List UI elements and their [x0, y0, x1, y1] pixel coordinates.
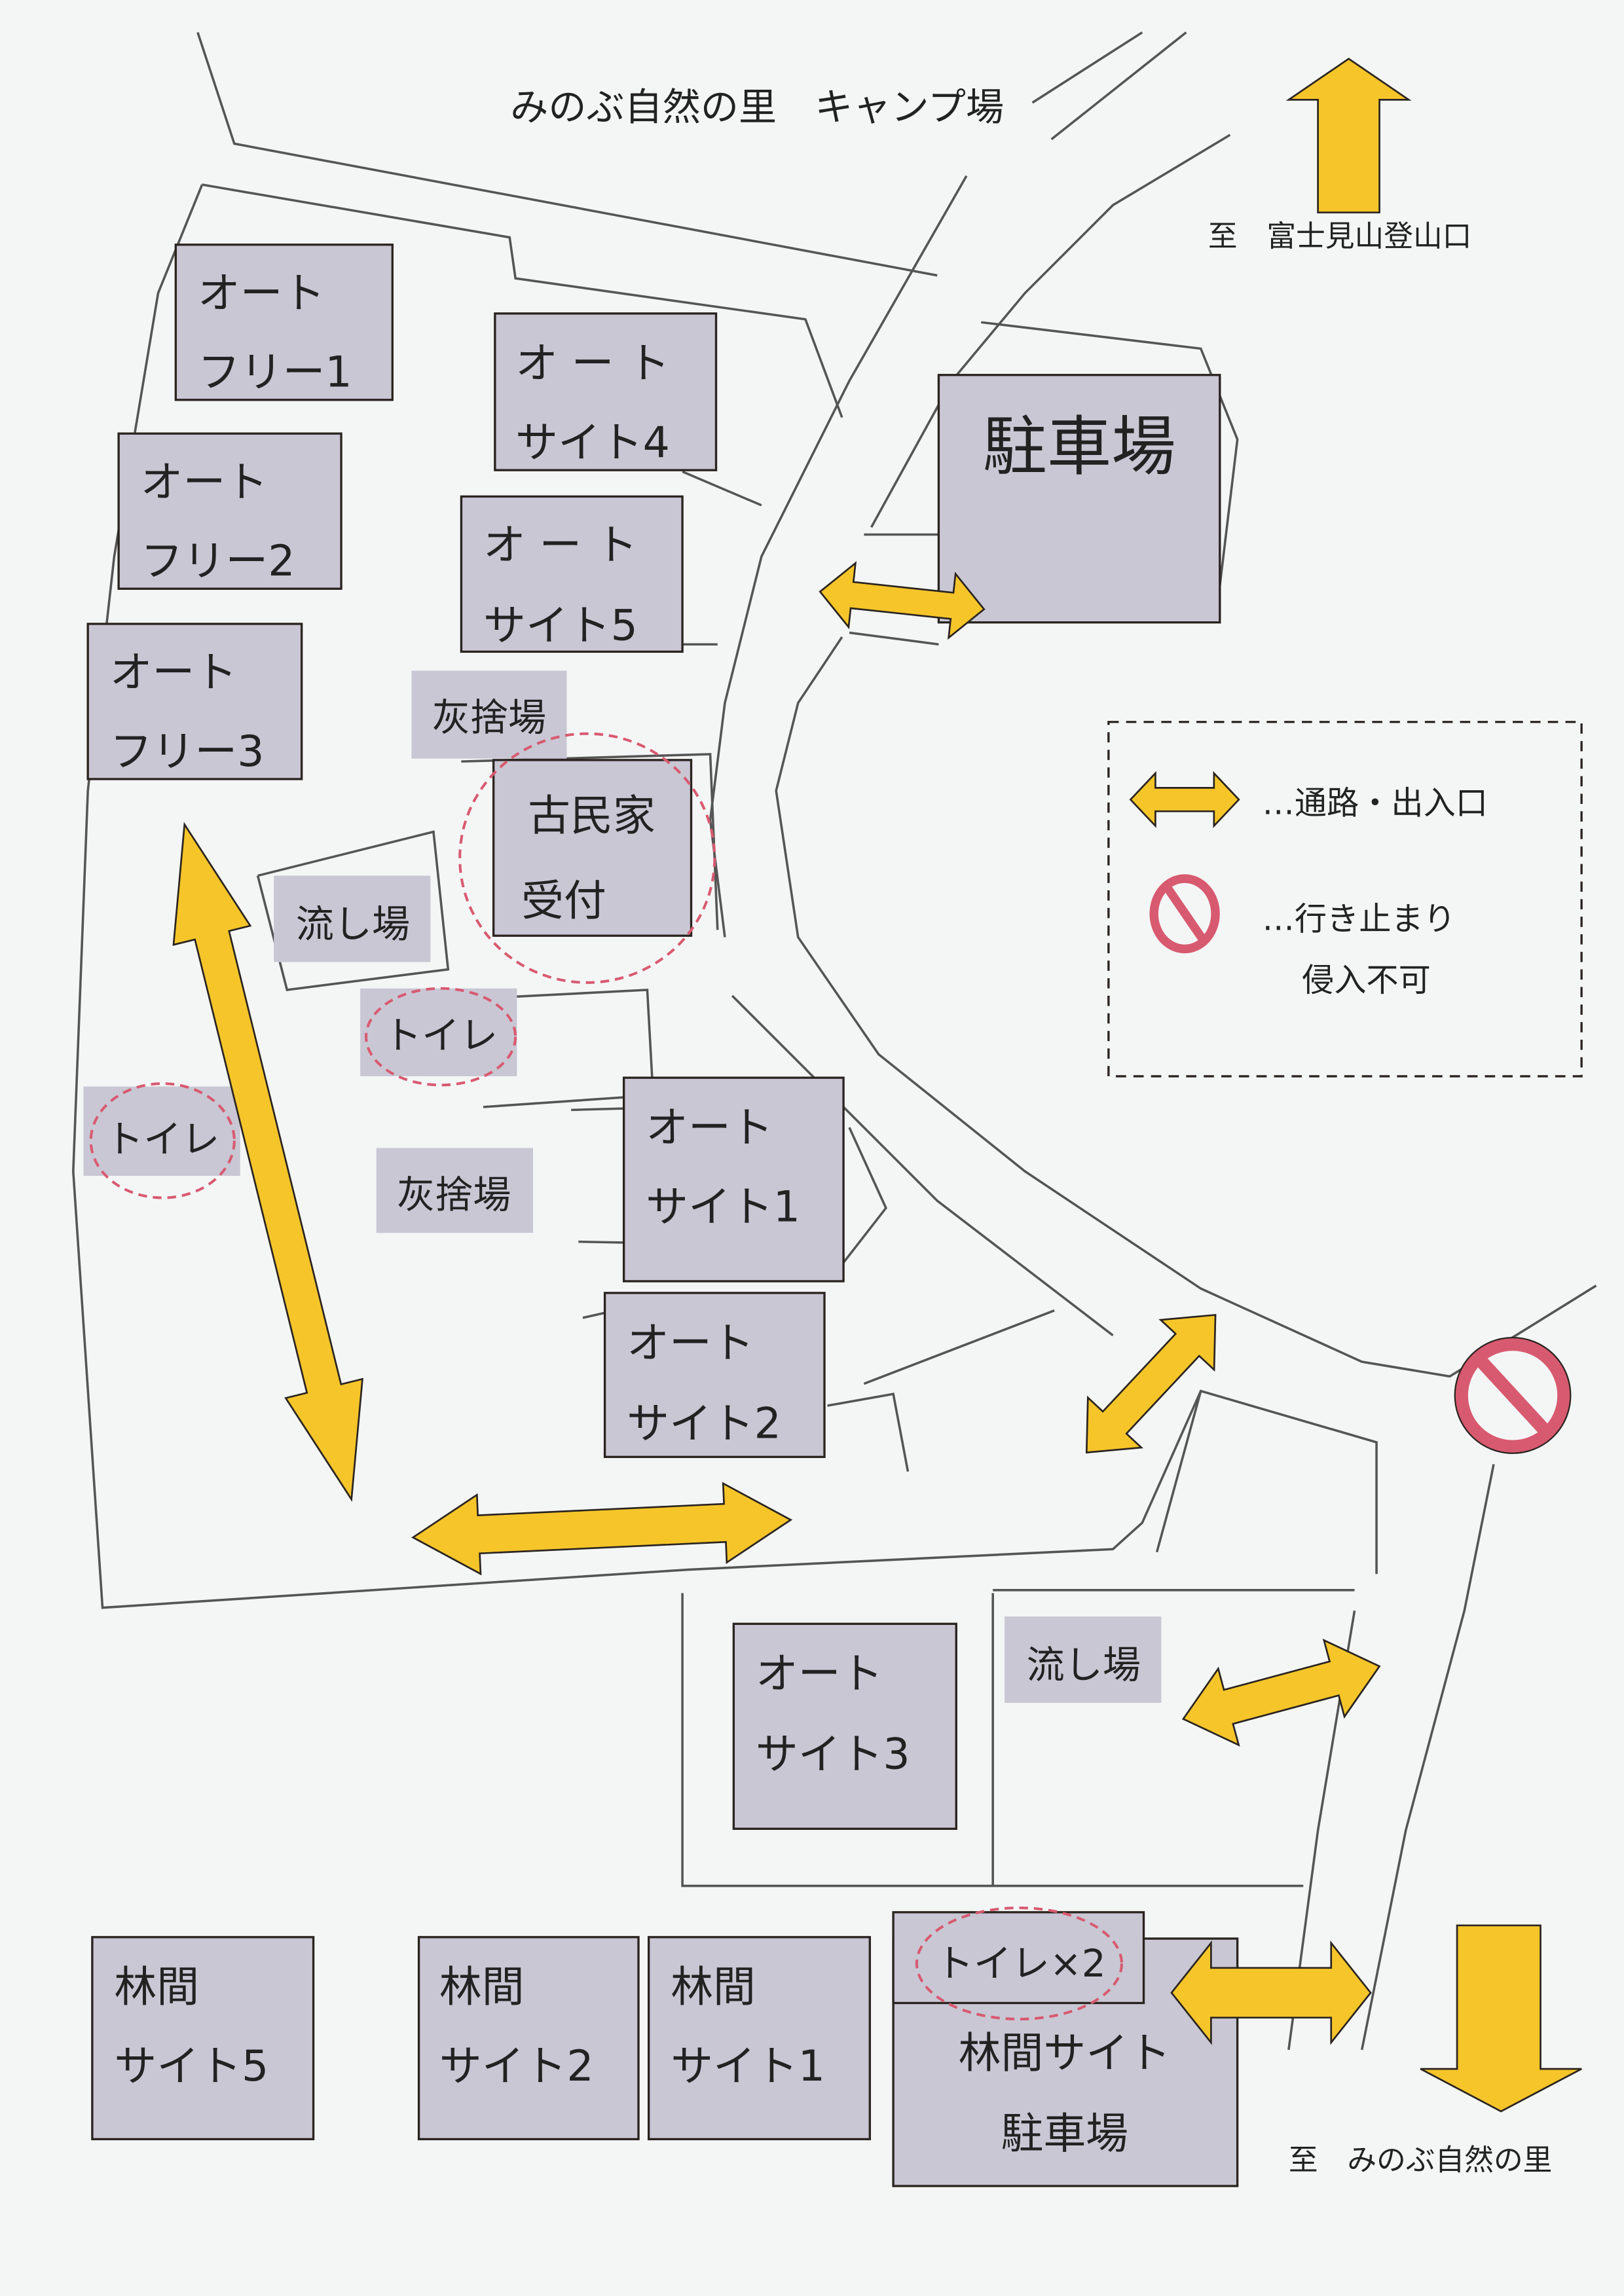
area-sink-1[interactable]: 流し場 — [274, 875, 431, 962]
area-label: オート — [141, 458, 268, 507]
area-reception[interactable]: 古民家 受付 — [458, 732, 716, 984]
area-label: 林間 — [439, 1963, 525, 2012]
double-arrow-icon — [172, 822, 363, 1503]
passage-arrows — [172, 561, 1381, 2045]
area-auto-site-4[interactable]: オ ー ト サイト4 — [494, 312, 718, 471]
highlight-circle — [458, 732, 716, 984]
area-label: サイト2 — [627, 1399, 781, 1448]
area-label: オート — [198, 269, 325, 318]
legend-no-entry-label: 侵入不可 — [1302, 961, 1431, 999]
area-label: フリー1 — [198, 348, 352, 397]
highlight-circle — [89, 1082, 236, 1199]
direction-north-label: 至 富士見山登山口 — [1208, 219, 1471, 253]
legend-passage-label: …通路・出入口 — [1263, 784, 1488, 822]
area-label: フリー3 — [110, 727, 265, 776]
area-label: 流し場 — [296, 902, 410, 946]
direction-south-label: 至 みのぶ自然の里 — [1289, 2142, 1552, 2177]
area-label: フリー2 — [141, 537, 295, 586]
area-auto-free-3[interactable]: オート フリー3 — [86, 623, 303, 780]
area-label: サイト1 — [671, 2042, 825, 2091]
area-rinkan-5[interactable]: 林間 サイト5 — [91, 1936, 315, 2141]
area-label: 灰捨場 — [432, 695, 546, 740]
highlight-circle — [365, 987, 517, 1087]
area-label: トイレ×2 — [936, 1941, 1106, 1986]
double-arrow-icon — [1181, 1638, 1381, 1747]
area-auto-free-2[interactable]: オート フリー2 — [117, 432, 342, 590]
area-label: サイト4 — [515, 418, 670, 467]
legend-dead-end-label: …行き止まり — [1263, 900, 1456, 938]
area-label: オート — [110, 648, 238, 697]
legend: …通路・出入口 …行き止まり 侵入不可 — [1107, 721, 1583, 1078]
double-arrow-icon — [1129, 771, 1240, 828]
area-ash-1[interactable]: 灰捨場 — [411, 670, 567, 759]
no-entry-icon — [1454, 1336, 1572, 1454]
area-toilet-2[interactable]: トイレ — [83, 1082, 240, 1199]
double-arrow-icon — [1170, 1940, 1372, 2045]
map-title: みのぶ自然の里 キャンプ場 — [510, 85, 1004, 130]
area-label: サイト2 — [439, 2042, 594, 2091]
area-auto-free-1[interactable]: オート フリー1 — [174, 244, 394, 401]
area-label: オ ー ト — [483, 521, 638, 570]
double-arrow-icon — [411, 1482, 793, 1576]
area-label: 受付 — [521, 877, 606, 926]
area-ash-2[interactable]: 灰捨場 — [376, 1148, 533, 1233]
area-label: サイト3 — [756, 1730, 910, 1779]
double-arrow-icon — [1129, 771, 1240, 828]
area-label: オ ー ト — [515, 339, 670, 388]
area-toilet-3[interactable]: トイレ×2 — [892, 1906, 1145, 2021]
area-label: 古民家 — [528, 792, 655, 841]
area-rinkan-1[interactable]: 林間 サイト1 — [647, 1936, 872, 2141]
area-label: トイレ — [105, 1117, 219, 1161]
highlight-circle — [915, 1906, 1123, 2021]
north-arrow-icon — [1285, 58, 1412, 213]
area-label: オート — [756, 1650, 883, 1699]
area-label: オート — [646, 1104, 773, 1153]
area-toilet-1[interactable]: トイレ — [360, 987, 517, 1087]
area-label: 駐車場 — [983, 410, 1176, 484]
area-label: 流し場 — [1027, 1643, 1141, 1687]
area-label: サイト5 — [483, 602, 638, 651]
area-label: 林間 — [671, 1963, 756, 2012]
area-auto-site-5[interactable]: オ ー ト サイト5 — [460, 495, 684, 653]
south-arrow-icon — [1420, 1924, 1582, 2113]
area-label: 林間サイト — [959, 2029, 1171, 2078]
area-auto-site-2[interactable]: オート サイト2 — [603, 1292, 826, 1459]
no-entry-icon — [1149, 874, 1220, 954]
area-parking[interactable]: 駐車場 — [937, 374, 1221, 624]
area-rinkan-2[interactable]: 林間 サイト2 — [417, 1936, 640, 2141]
area-label: オート — [627, 1319, 754, 1368]
area-label: サイト5 — [114, 2042, 268, 2091]
double-arrow-icon — [819, 561, 986, 640]
area-sink-2[interactable]: 流し場 — [1005, 1616, 1162, 1704]
area-label: 灰捨場 — [397, 1173, 511, 1217]
double-arrow-icon — [1085, 1313, 1217, 1454]
area-label: 駐車場 — [1001, 2109, 1128, 2159]
area-auto-site-1[interactable]: オート サイト1 — [622, 1076, 845, 1283]
area-label: トイレ — [384, 1013, 498, 1057]
area-label: 林間 — [114, 1963, 199, 2012]
area-label: サイト1 — [646, 1182, 800, 1231]
area-auto-site-3[interactable]: オート サイト3 — [732, 1622, 957, 1831]
